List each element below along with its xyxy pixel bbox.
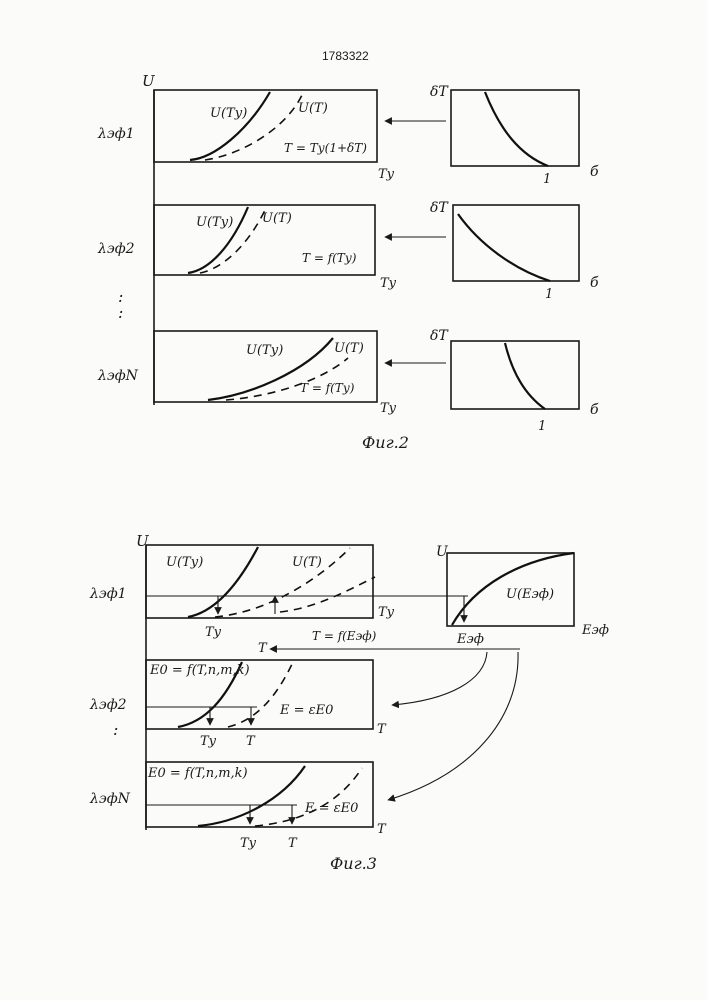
fig3-panel-1-marker-ty: Tу (205, 625, 222, 640)
fig2-panel-3: U(Tу) U(T) T = f(Tу) Tу λэфN (97, 331, 397, 416)
fig2-side-1-curve (485, 92, 548, 166)
fig3-dots-1: : (113, 720, 118, 739)
fig2-panel-2-curve-ty-label: U(Tу) (196, 215, 233, 230)
fig2-panel-1-curve-t-label: U(T) (298, 101, 328, 116)
fig3-panel-1-curve-t-label: U(T) (292, 555, 322, 570)
fig2-panel-3-lambda: λэфN (97, 368, 139, 384)
fig2-panel-3-x-label: Tу (380, 401, 397, 416)
fig3-panel-n-marker-t: T (288, 836, 298, 851)
fig2-panel-3-curve-t-label: U(T) (334, 341, 364, 356)
fig2-panel-1-x-label: Tу (378, 167, 395, 182)
fig3-side-curve-label: U(Eэф) (506, 587, 554, 602)
fig3-panel-n: E0 = f(T,n,m,k) E = εE0 Tу T T λэфN (89, 762, 387, 851)
fig2-y-axis-label: U (142, 72, 156, 90)
fig3-panel-n-lambda: λэфN (89, 791, 131, 807)
fig2-dots-2: : (118, 303, 123, 322)
fig2-panel-3-relation: T = f(Tу) (300, 381, 355, 395)
fig2-caption: Фиг.2 (362, 433, 409, 452)
fig3-panel-2-e0: E0 = f(T,n,m,k) (149, 663, 250, 678)
fig2-side-1-frame (451, 90, 579, 166)
fig2-side-2: δT б 1 (385, 200, 599, 302)
fig2-panel-1-relation: T = Tу(1+δT) (284, 141, 367, 155)
fig3-y-axis-label: U (136, 532, 150, 550)
fig2-side-3-curve (505, 343, 545, 409)
fig3-panel-2: E0 = f(T,n,m,k) E = εE0 Tу T T λэф2 (89, 660, 387, 749)
fig2-side-1: δT б 1 (385, 84, 599, 187)
fig3-side-x-label: Eэф (581, 623, 609, 638)
fig3-panel-n-eq: E = εE0 (304, 801, 358, 816)
fig3-panel-n-curve-t (255, 768, 362, 826)
fig2-panel-1-curve-ty (190, 92, 270, 160)
fig3-panel-1-curve-t-tail (280, 577, 375, 612)
fig2-panel-1-lambda: λэф1 (97, 126, 135, 142)
fig3-panel-2-marker-t: T (246, 734, 256, 749)
fig2-side-2-frame (453, 205, 579, 281)
fig3-panel-n-e0: E0 = f(T,n,m,k) (147, 766, 248, 781)
fig2-panel-2-relation: T = f(Tу) (302, 251, 357, 265)
fig3-panel-2-eq: E = εE0 (279, 703, 333, 718)
fig2-panel-3-curve-ty-label: U(Tу) (246, 343, 283, 358)
fig3-caption: Фиг.3 (330, 854, 377, 873)
fig2-side-2-x-label: б (590, 275, 599, 291)
fig3-arrow-to-panel-n (388, 652, 518, 800)
fig2-side-2-tick: 1 (545, 287, 553, 302)
fig3-panel-1-x-label: Tу (378, 605, 395, 620)
fig2-side-1-y-label: δT (430, 84, 449, 100)
fig3-panel-2-lambda: λэф2 (89, 697, 127, 713)
fig3-panel-1-curve-ty-label: U(Tу) (166, 555, 203, 570)
fig2-side-2-curve (458, 214, 550, 281)
fig2-panel-1-curve-ty-label: U(Tу) (210, 106, 247, 121)
fig3-panel-1-relation: T = f(Eэф) (312, 629, 377, 643)
patent-number: 1783322 (322, 49, 369, 63)
fig3: U U(Tу) U(T) Tу Tу λэф1 T T = f(Eэф) U (89, 532, 609, 873)
fig2-side-3: δT б 1 (385, 328, 599, 434)
fig2-panel-2: U(Tу) U(T) T = f(Tу) Tу λэф2 (97, 205, 397, 291)
fig2: U U(Tу) U(T) T = Tу(1+δT) Tу λэф1 U(Tу) … (97, 72, 599, 452)
fig3-panel-2-x-label: T (377, 722, 387, 737)
fig2-panel-2-x-label: Tу (380, 276, 397, 291)
fig3-side-y-label: U (436, 544, 449, 560)
fig2-side-1-x-label: б (590, 164, 599, 180)
fig2-side-3-y-label: δT (430, 328, 449, 344)
fig3-panel-1-lambda: λэф1 (89, 586, 127, 602)
fig3-panel-n-x-label: T (377, 822, 387, 837)
fig3-arrow-to-panel-2 (392, 652, 487, 705)
fig2-panel-2-lambda: λэф2 (97, 241, 135, 257)
fig2-side-3-frame (451, 341, 579, 409)
fig2-side-3-tick: 1 (538, 419, 546, 434)
fig3-panel-n-marker-ty: Tу (240, 836, 257, 851)
fig3-panel-1: U(Tу) U(T) Tу Tу λэф1 T T = f(Eэф) (89, 545, 395, 656)
fig3-panel-1-t-label: T (258, 641, 268, 656)
fig2-side-2-y-label: δT (430, 200, 449, 216)
fig3-side-marker: Eэф (456, 632, 484, 647)
fig3-panel-2-marker-ty: Tу (200, 734, 217, 749)
fig2-side-3-x-label: б (590, 402, 599, 418)
fig2-side-1-tick: 1 (543, 172, 551, 187)
fig2-panel-2-curve-t-label: U(T) (262, 211, 292, 226)
fig2-panel-1: U(Tу) U(T) T = Tу(1+δT) Tу λэф1 (97, 90, 395, 182)
